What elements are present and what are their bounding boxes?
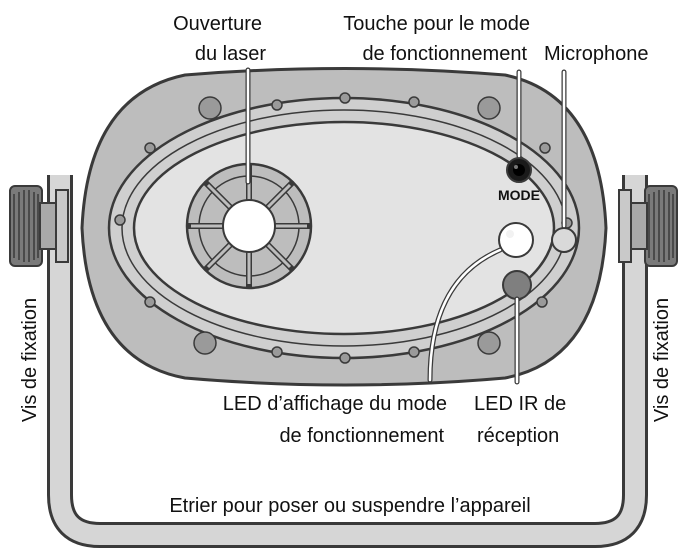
label-fix-screw-right: Vis de fixation — [651, 298, 673, 422]
label-mode-key-line2: de fonctionnement — [362, 43, 527, 65]
label-bracket: Etrier pour poser ou suspendre l’apparei… — [169, 495, 530, 517]
rim-screws — [114, 92, 573, 364]
housing — [80, 67, 608, 387]
right-fixing-knob — [618, 185, 678, 267]
label-laser-line1: Ouverture — [173, 13, 262, 35]
mode-button[interactable] — [506, 157, 532, 183]
mode-button-text: MODE — [498, 187, 540, 203]
label-ir-led-line1: LED IR de — [474, 393, 566, 415]
label-laser-line2: du laser — [195, 43, 266, 65]
label-led-mode-line1: LED d’affichage du mode — [223, 393, 447, 415]
bracket — [47, 175, 648, 548]
label-led-mode-line2: de fonctionnement — [279, 425, 444, 447]
label-fix-screw-left: Vis de fixation — [19, 298, 41, 422]
leader-lines — [245, 67, 567, 385]
left-fixing-knob — [9, 185, 69, 267]
label-mode-key-line1: Touche pour le mode — [343, 13, 530, 35]
mode-led — [498, 222, 534, 258]
label-microphone: Microphone — [544, 43, 649, 65]
microphone — [551, 227, 577, 253]
label-ir-led-line2: réception — [477, 425, 559, 447]
ir-led — [502, 270, 532, 300]
laser-aperture — [185, 162, 313, 290]
